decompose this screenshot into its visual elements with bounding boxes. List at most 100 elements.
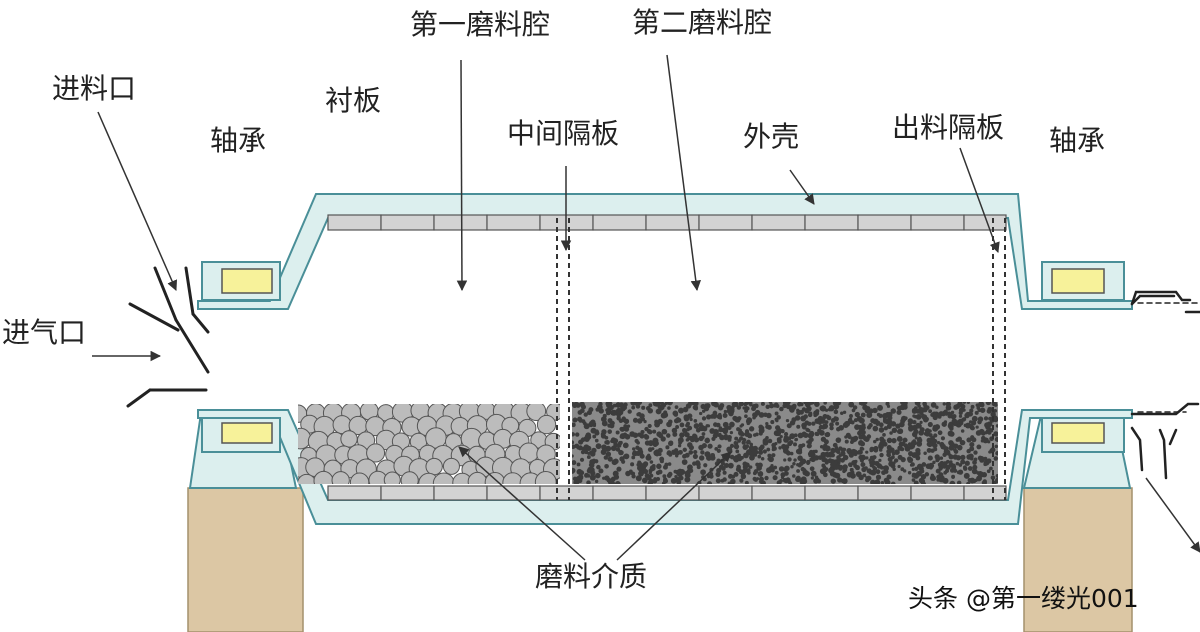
- fine-grain: [836, 449, 841, 455]
- fine-grain: [678, 407, 684, 414]
- fine-grain: [724, 462, 730, 468]
- fine-grain: [654, 451, 660, 457]
- fine-grain: [767, 453, 772, 458]
- fine-grain: [991, 402, 998, 407]
- fine-grain: [966, 454, 972, 460]
- fine-grain: [776, 427, 783, 434]
- fine-grain: [769, 403, 775, 409]
- fine-grain: [811, 421, 816, 426]
- fine-grain: [620, 450, 624, 455]
- fine-grain: [849, 414, 853, 418]
- fine-grain: [875, 474, 882, 480]
- fine-grain: [636, 462, 641, 467]
- fine-grain: [917, 436, 922, 441]
- fine-grain: [749, 442, 754, 447]
- fine-grain: [583, 423, 590, 430]
- fine-grain: [807, 412, 813, 418]
- fine-grain: [935, 405, 939, 409]
- fine-grain: [820, 436, 827, 442]
- fine-grain: [977, 419, 982, 425]
- feed-inlet-pointer: [97, 111, 178, 291]
- fine-grain: [602, 413, 607, 418]
- fine-grain: [972, 464, 978, 470]
- fine-grain: [950, 410, 955, 415]
- fine-grain: [958, 414, 963, 418]
- fine-grain: [842, 464, 848, 470]
- fine-grain: [827, 458, 833, 464]
- fine-grain: [849, 467, 854, 472]
- fine-grain: [988, 407, 994, 412]
- fine-grain: [779, 406, 784, 412]
- fine-grain: [605, 410, 611, 416]
- fine-grain: [572, 422, 576, 428]
- fine-grain: [795, 475, 801, 481]
- fine-grain: [746, 470, 751, 475]
- fine-grain: [793, 458, 797, 462]
- fine-grain: [900, 447, 905, 452]
- fine-grain: [622, 442, 629, 449]
- coarse-ball: [536, 414, 557, 435]
- fine-grain: [926, 437, 932, 444]
- fine-grain: [586, 480, 591, 484]
- fine-grain: [846, 471, 853, 478]
- fine-grain: [696, 465, 701, 470]
- fine-grain: [960, 429, 965, 433]
- fine-grain: [758, 424, 764, 430]
- fine-grain: [727, 481, 732, 484]
- fine-grain: [724, 436, 729, 441]
- fine-grain: [958, 463, 963, 467]
- fine-grain: [622, 426, 628, 431]
- fine-grain: [865, 450, 869, 454]
- fine-grain: [706, 414, 712, 420]
- fine-grain: [640, 430, 645, 435]
- fine-grain: [976, 475, 982, 482]
- fine-grain: [645, 406, 651, 411]
- liner-plate: [433, 485, 488, 501]
- fine-grain: [807, 428, 811, 433]
- fine-grain: [916, 414, 921, 419]
- fine-grain: [576, 462, 581, 467]
- fine-grain: [995, 424, 998, 428]
- fine-grain: [899, 421, 905, 428]
- fine-grain: [610, 476, 616, 482]
- fine-grain: [915, 422, 921, 429]
- liner-plate: [910, 214, 965, 231]
- fine-grain: [985, 402, 992, 406]
- fine-grain: [908, 419, 914, 425]
- fine-grain: [823, 458, 829, 463]
- fine-grain: [920, 481, 926, 484]
- fine-grain: [796, 424, 801, 429]
- fine-grain: [713, 402, 719, 408]
- fine-grain: [966, 448, 971, 454]
- fine-grain: [766, 424, 772, 430]
- fine-grain: [830, 447, 836, 454]
- fine-grain: [649, 460, 654, 464]
- fine-grain: [966, 481, 971, 484]
- fine-grain: [963, 472, 970, 479]
- fine-grain: [994, 436, 998, 442]
- fine-grain: [693, 449, 698, 455]
- fine-grain: [813, 478, 819, 484]
- fine-grain: [758, 450, 764, 455]
- fine-grain: [762, 438, 768, 444]
- fine-grain: [701, 435, 705, 440]
- fine-grain: [783, 471, 789, 476]
- fine-grain: [912, 419, 917, 425]
- fine-grain: [625, 470, 631, 477]
- fine-grain: [883, 465, 890, 472]
- fine-grain: [635, 475, 642, 482]
- fine-grain: [744, 406, 749, 411]
- watermark-text: 头条 @第一缕光001: [908, 584, 1139, 613]
- right-support-block: [1023, 487, 1133, 632]
- fine-grain: [949, 468, 955, 473]
- fine-grain: [679, 422, 685, 428]
- fine-grain: [673, 469, 678, 474]
- fine-grain: [872, 425, 879, 432]
- fine-grain: [824, 420, 829, 424]
- fine-grain: [935, 468, 941, 474]
- fine-grain: [623, 418, 630, 425]
- fine-grain: [979, 407, 986, 413]
- fine-grain: [873, 418, 879, 424]
- fine-grain: [927, 422, 933, 428]
